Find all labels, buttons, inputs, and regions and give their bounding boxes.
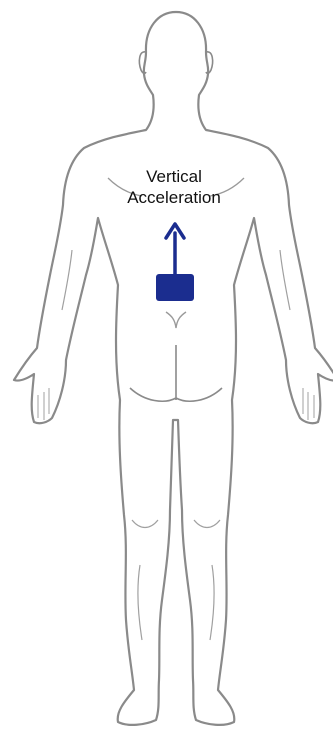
label-line-1: Vertical: [100, 166, 248, 187]
vertical-acceleration-label: Vertical Acceleration: [100, 166, 248, 208]
sensor-block-icon: [156, 274, 194, 301]
label-line-2: Acceleration: [100, 187, 248, 208]
body-outline: [14, 12, 333, 725]
